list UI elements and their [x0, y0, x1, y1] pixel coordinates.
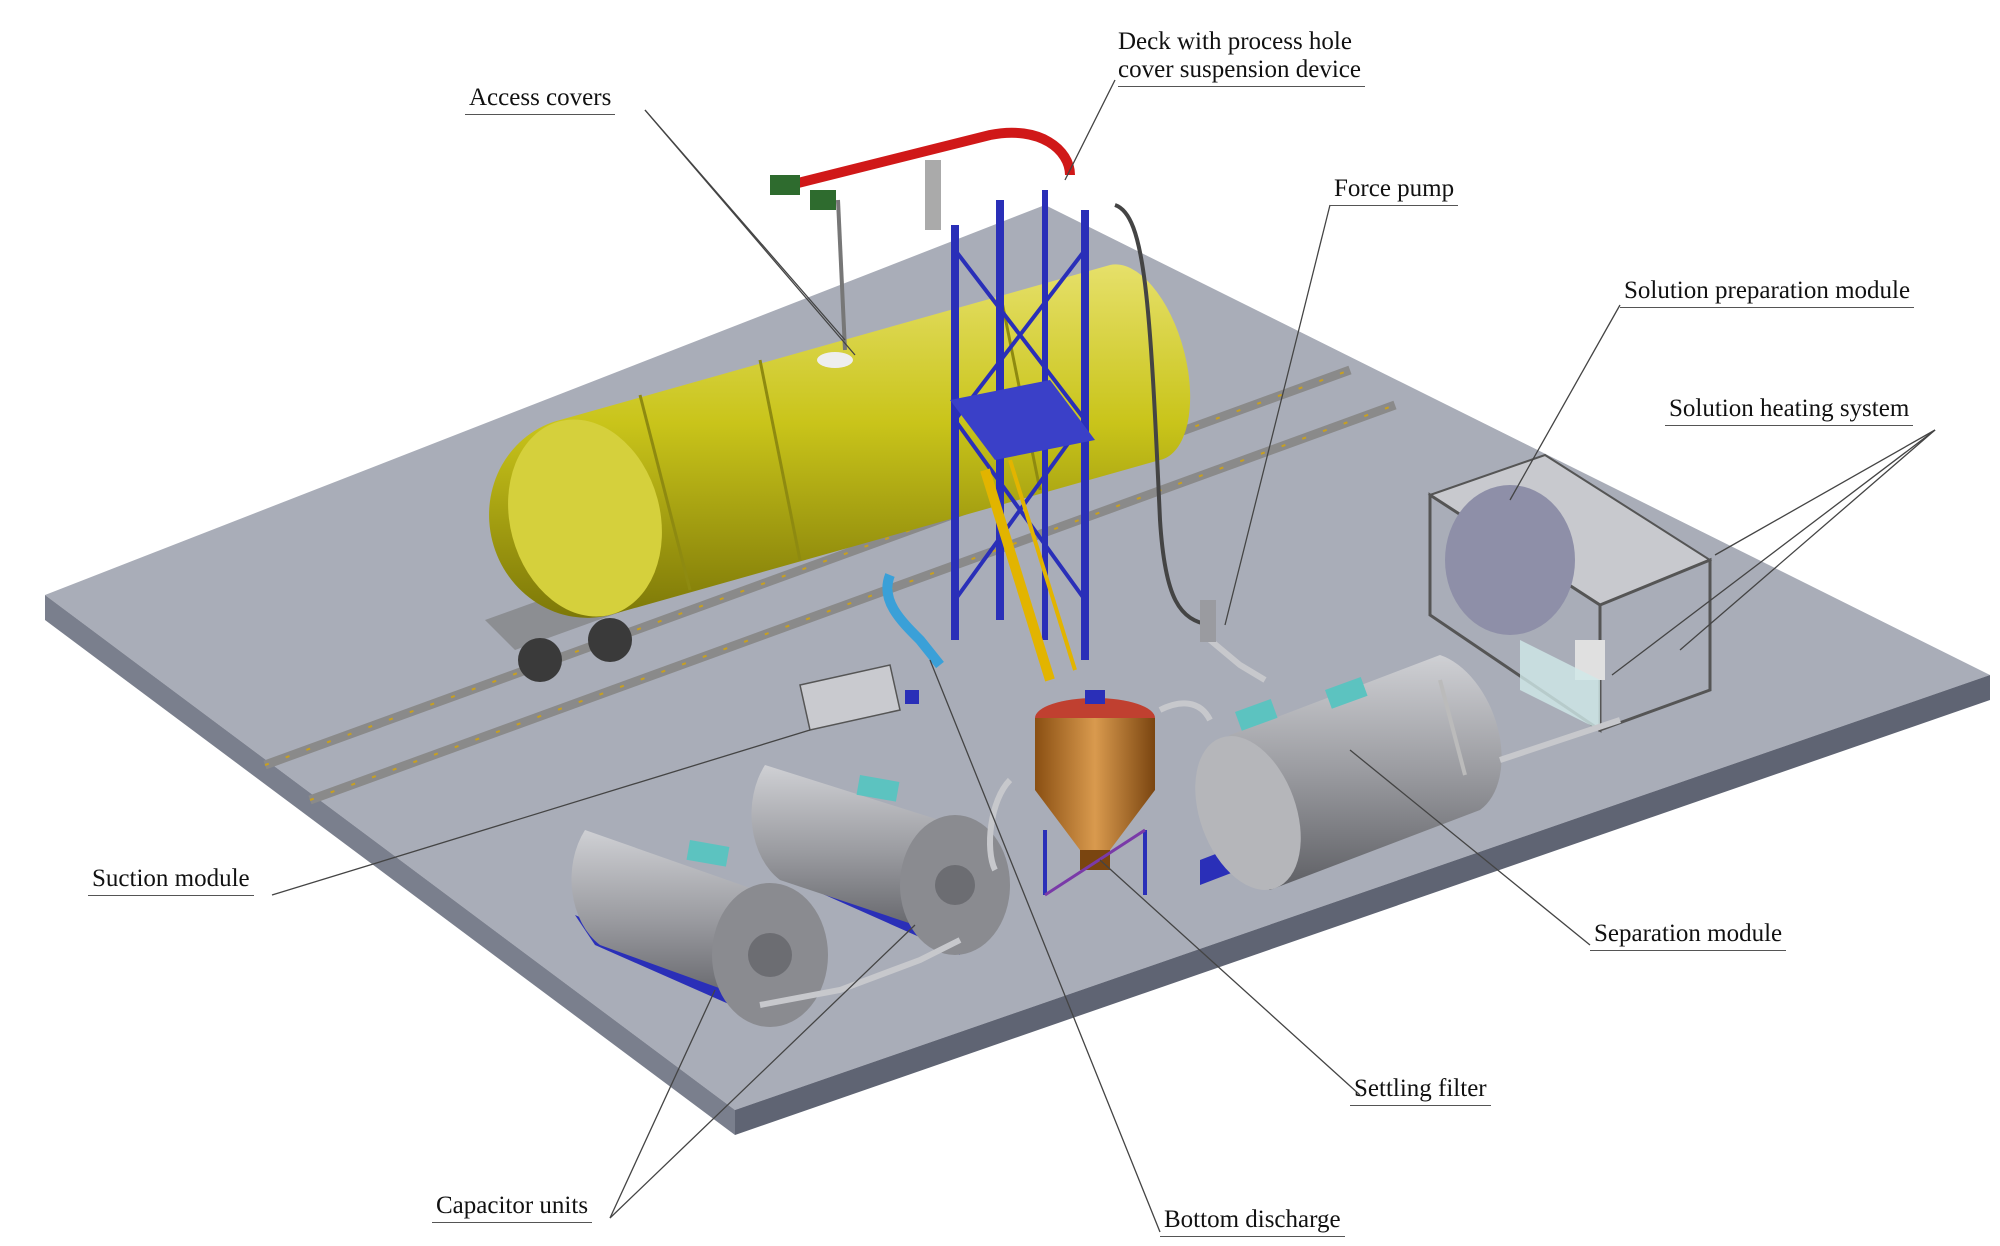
solution-module-unit	[1427, 453, 1713, 733]
label-bottom-discharge: Bottom discharge	[1160, 1206, 1345, 1237]
platform	[45, 205, 1990, 1135]
label-solution-heating: Solution heating system	[1665, 395, 1914, 426]
label-deck: Deck with process hole cover suspension …	[1118, 28, 1365, 87]
tank-car	[489, 264, 1191, 618]
suction-module-unit	[799, 573, 944, 731]
capacitor-unit-2	[751, 765, 1010, 955]
label-separation-module: Separation module	[1590, 920, 1787, 951]
capacitor-unit-1	[571, 830, 828, 1027]
leader-lines	[271, 79, 1936, 1233]
pipework	[759, 600, 1621, 1008]
hoist-beam	[770, 127, 1211, 627]
label-deck-line1: Deck with process hole	[1118, 28, 1352, 55]
separation-module-unit	[1195, 655, 1502, 890]
label-force-pump: Force pump	[1330, 175, 1459, 206]
label-suction-module: Suction module	[88, 865, 254, 896]
settling-filter-unit	[1035, 690, 1155, 897]
deck-tower	[950, 190, 1095, 682]
label-access-covers: Access covers	[465, 84, 616, 115]
label-deck-line2: cover suspension device	[1118, 56, 1365, 87]
label-solution-preparation: Solution preparation module	[1620, 277, 1915, 308]
label-capacitor-units: Capacitor units	[432, 1192, 593, 1223]
label-settling-filter: Settling filter	[1350, 1075, 1491, 1106]
